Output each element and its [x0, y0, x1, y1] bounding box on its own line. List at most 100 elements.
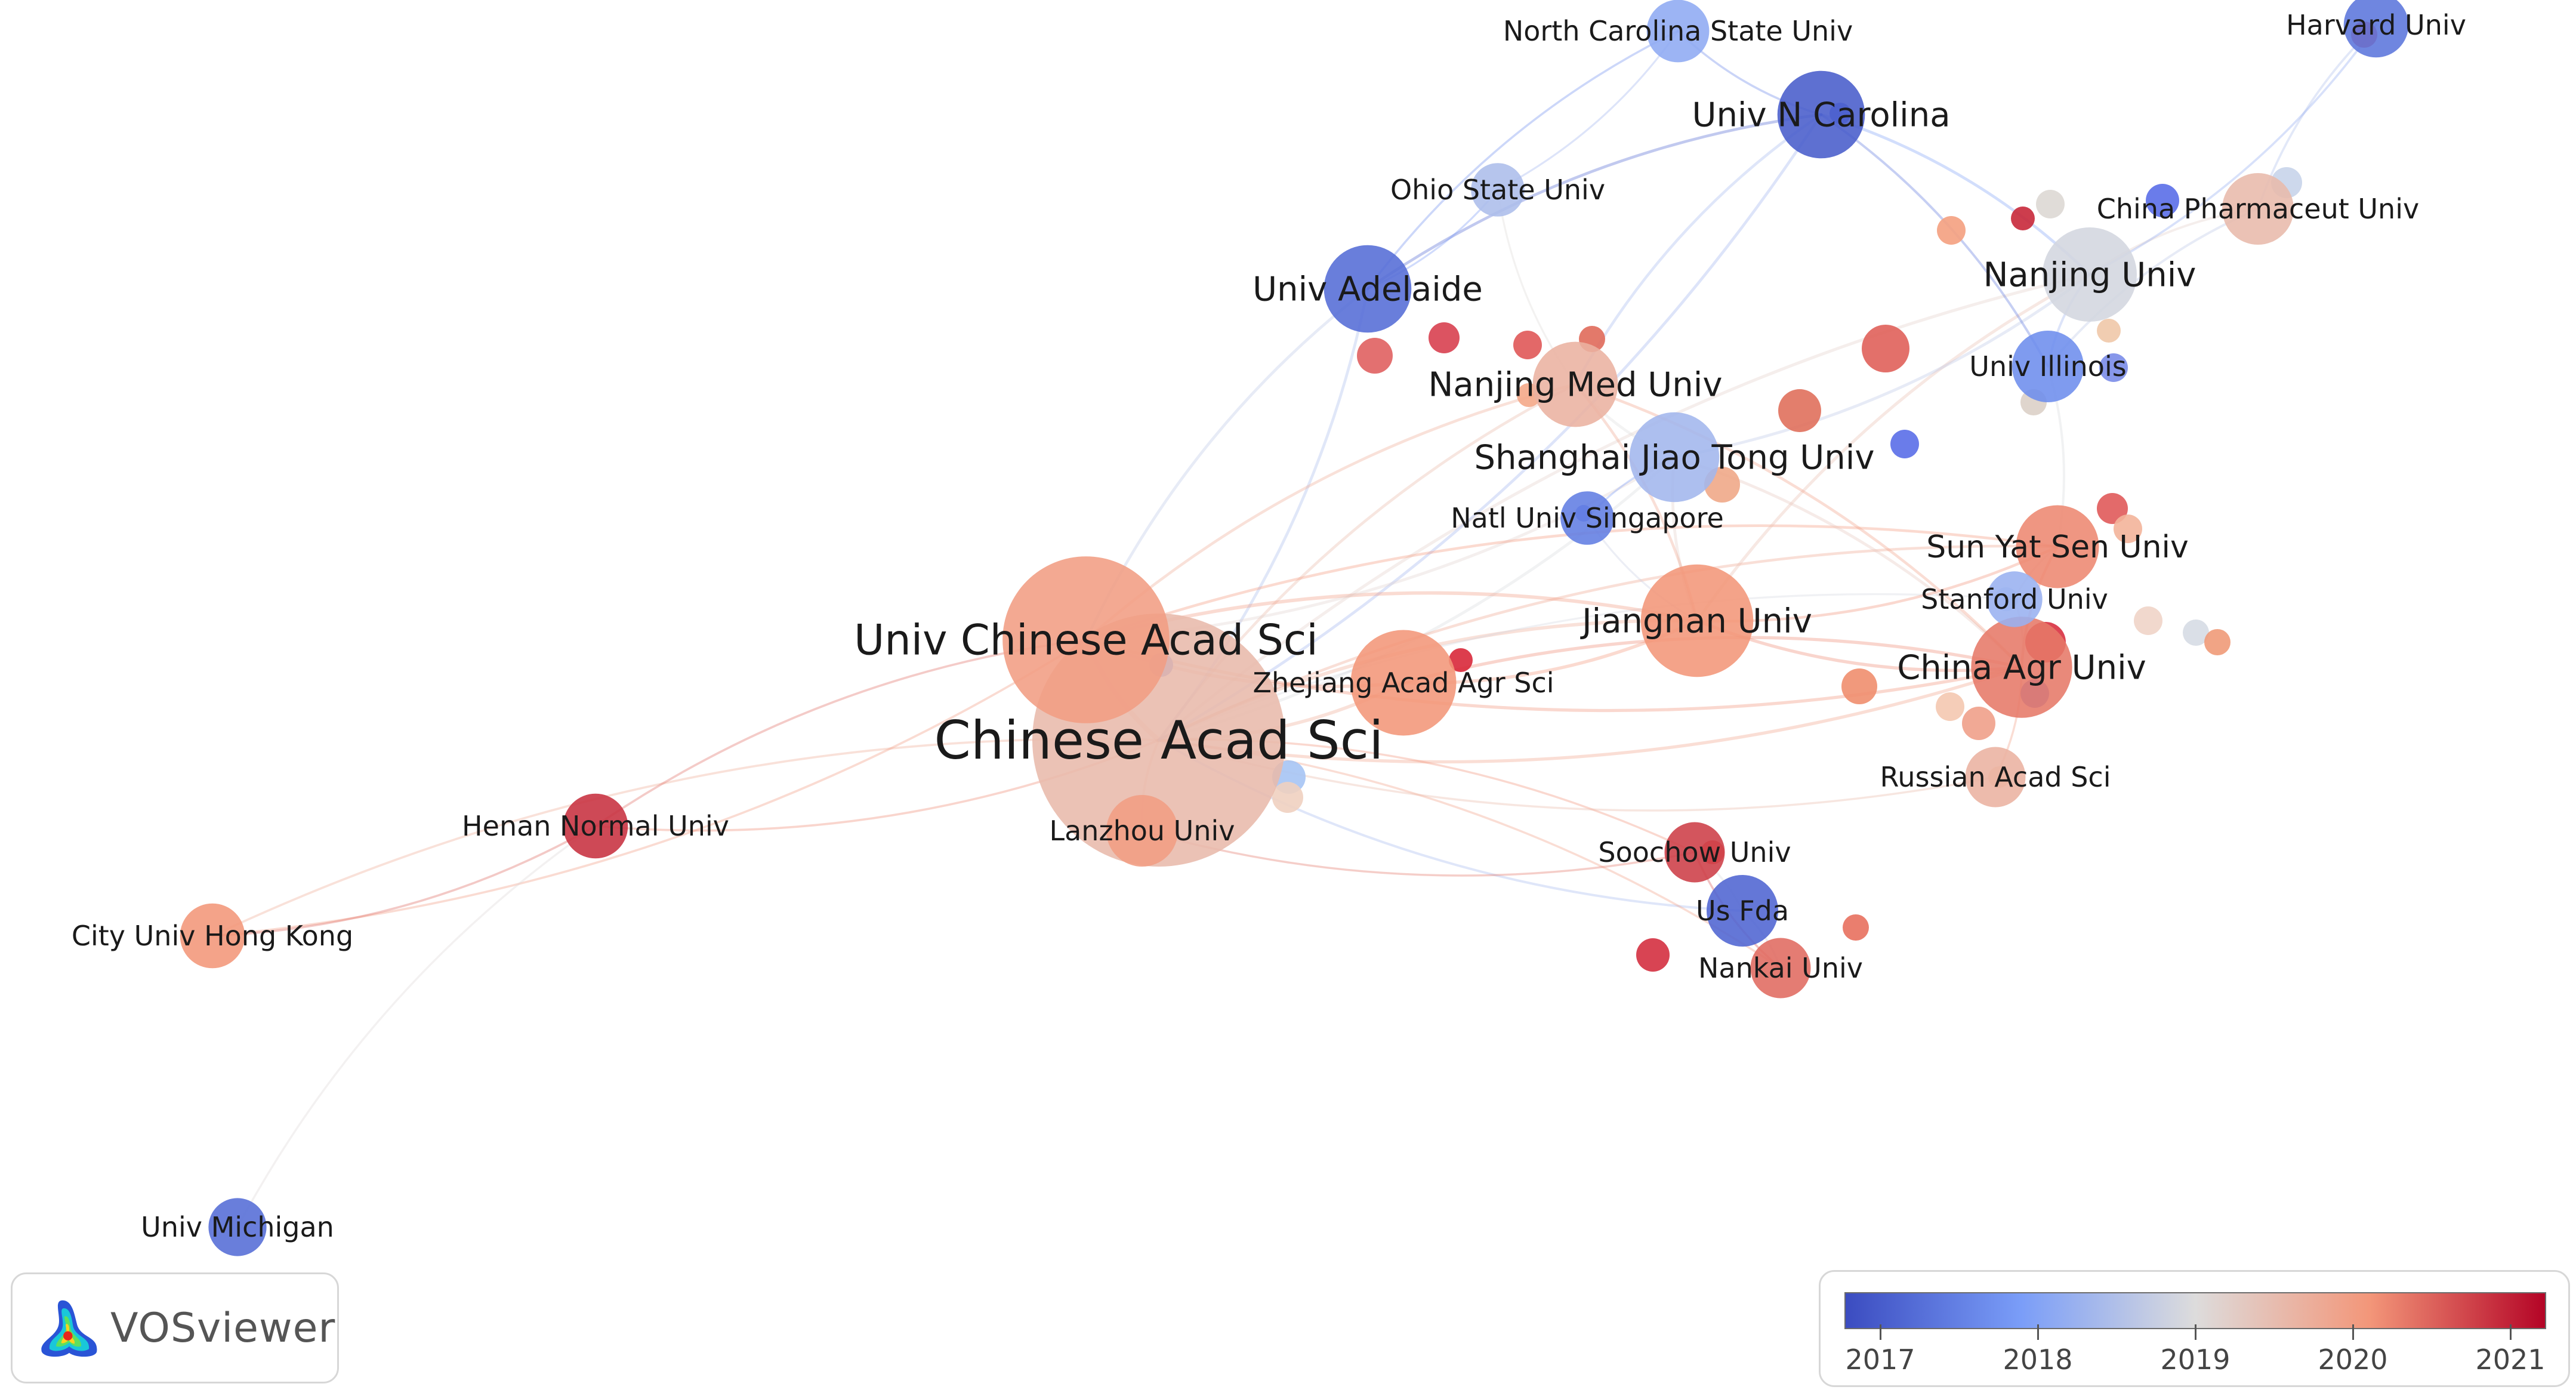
year-colorbar: [1844, 1292, 2546, 1329]
unlabeled-node[interactable]: [2097, 319, 2121, 343]
legend-tick-label: 2020: [2318, 1343, 2388, 1376]
node-zaas[interactable]: [1350, 630, 1457, 736]
unlabeled-node[interactable]: [1513, 331, 1542, 359]
node-label-osu: Ohio State Univ: [1390, 174, 1605, 206]
co-authorship-link: [2047, 208, 2259, 368]
co-authorship-link: [236, 825, 597, 1228]
legend-tick-label: 2021: [2475, 1343, 2546, 1376]
node-osu[interactable]: [1471, 163, 1525, 217]
unlabeled-node[interactable]: [2011, 207, 2035, 230]
unlabeled-node[interactable]: [2204, 629, 2231, 655]
node-harvard[interactable]: [2343, 0, 2409, 58]
node-cau[interactable]: [1971, 617, 2072, 718]
co-authorship-link: [1574, 113, 1823, 386]
co-authorship-link: [1820, 113, 2049, 368]
node-michigan[interactable]: [208, 1198, 267, 1256]
unlabeled-node[interactable]: [2099, 353, 2128, 382]
node-lanzhou[interactable]: [1106, 795, 1178, 867]
node-label-ncsu: North Carolina State Univ: [1503, 15, 1853, 47]
node-stanford[interactable]: [1986, 571, 2043, 627]
node-nju[interactable]: [2043, 227, 2137, 322]
node-ncsu[interactable]: [1646, 0, 1710, 63]
unlabeled-node[interactable]: [1636, 938, 1670, 972]
node-henan[interactable]: [563, 793, 628, 859]
node-cpu[interactable]: [2222, 173, 2294, 245]
unlabeled-node[interactable]: [1272, 782, 1303, 813]
node-layer: [180, 0, 2409, 1256]
unlabeled-node[interactable]: [1841, 668, 1877, 704]
unlabeled-node[interactable]: [2183, 620, 2209, 646]
node-label-soochow: Soochow Univ: [1598, 836, 1791, 868]
node-russian[interactable]: [1965, 747, 2026, 808]
unlabeled-node[interactable]: [2114, 514, 2142, 543]
co-authorship-link: [1157, 544, 2059, 742]
node-label-nju: Nanjing Univ: [1983, 256, 2196, 295]
co-authorship-link: [1497, 30, 1679, 191]
node-label-stanford: Stanford Univ: [1921, 583, 2108, 615]
unlabeled-node[interactable]: [1962, 707, 1995, 740]
node-label-illinois: Univ Illinois: [1969, 350, 2126, 383]
node-fda[interactable]: [1707, 875, 1778, 947]
unlabeled-node[interactable]: [1449, 648, 1473, 672]
node-njmu[interactable]: [1532, 341, 1618, 427]
node-unc[interactable]: [1777, 70, 1865, 159]
legend-tick-label: 2019: [2160, 1343, 2231, 1376]
unlabeled-node[interactable]: [2146, 184, 2179, 217]
unlabeled-node[interactable]: [1862, 325, 1909, 372]
legend-tick: [2195, 1324, 2196, 1340]
node-nus[interactable]: [1560, 491, 1614, 545]
node-label-russian: Russian Acad Sci: [1880, 761, 2111, 793]
unlabeled-node[interactable]: [2097, 493, 2128, 524]
legend-tick: [2037, 1324, 2039, 1340]
unlabeled-node[interactable]: [1890, 430, 1919, 458]
node-cityu[interactable]: [180, 903, 245, 969]
node-label-nankai: Nankai Univ: [1698, 952, 1863, 984]
node-soochow[interactable]: [1664, 822, 1725, 883]
unlabeled-node[interactable]: [1357, 338, 1393, 374]
node-label-ucas: Univ Chinese Acad Sci: [854, 616, 1318, 665]
node-label-henan: Henan Normal Univ: [462, 810, 729, 842]
unlabeled-node[interactable]: [1429, 322, 1460, 353]
co-authorship-link: [1366, 30, 1679, 290]
legend-tick-label: 2018: [2003, 1343, 2073, 1376]
node-ucas[interactable]: [1002, 556, 1170, 723]
co-authorship-link: [1673, 273, 2091, 459]
node-adelaide[interactable]: [1324, 245, 1412, 333]
vosviewer-logo: VOSviewer: [11, 1272, 339, 1383]
unlabeled-node[interactable]: [1936, 692, 1964, 721]
unlabeled-node[interactable]: [1843, 914, 1869, 941]
unlabeled-node[interactable]: [1778, 389, 1821, 432]
co-authorship-link: [1157, 665, 2023, 764]
node-label-njmu: Nanjing Med Univ: [1429, 366, 1723, 405]
node-sjtu[interactable]: [1629, 412, 1720, 503]
node-illinois[interactable]: [2012, 331, 2084, 402]
co-authorship-link: [1695, 273, 2091, 623]
co-authorship-link: [211, 738, 1160, 937]
node-label-zaas: Zhejiang Acad Agr Sci: [1252, 667, 1554, 699]
node-label-unc: Univ N Carolina: [1692, 96, 1950, 135]
node-label-sjtu: Shanghai Jiao Tong Univ: [1474, 439, 1875, 477]
legend-tick: [1880, 1324, 1881, 1340]
unlabeled-node[interactable]: [2036, 190, 2065, 218]
co-authorship-link: [1157, 113, 1823, 742]
unlabeled-node[interactable]: [2134, 606, 2162, 635]
unlabeled-node[interactable]: [1937, 216, 1966, 245]
co-authorship-link: [211, 825, 597, 937]
co-authorship-link: [2088, 24, 2377, 276]
node-label-adelaide: Univ Adelaide: [1252, 270, 1483, 309]
node-nankai[interactable]: [1750, 938, 1811, 999]
node-sysu[interactable]: [2016, 505, 2099, 588]
co-authorship-link: [1158, 593, 2016, 741]
node-label-cityu: City Univ Hong Kong: [72, 920, 353, 952]
node-label-nus: Natl Univ Singapore: [1451, 502, 1724, 534]
node-jiangnan[interactable]: [1640, 564, 1754, 677]
legend-tick: [2510, 1324, 2512, 1340]
co-authorship-link: [1084, 524, 2059, 642]
legend-tick: [2352, 1324, 2354, 1340]
logo-text: VOSviewer: [110, 1304, 336, 1352]
node-label-lanzhou: Lanzhou Univ: [1049, 815, 1235, 847]
